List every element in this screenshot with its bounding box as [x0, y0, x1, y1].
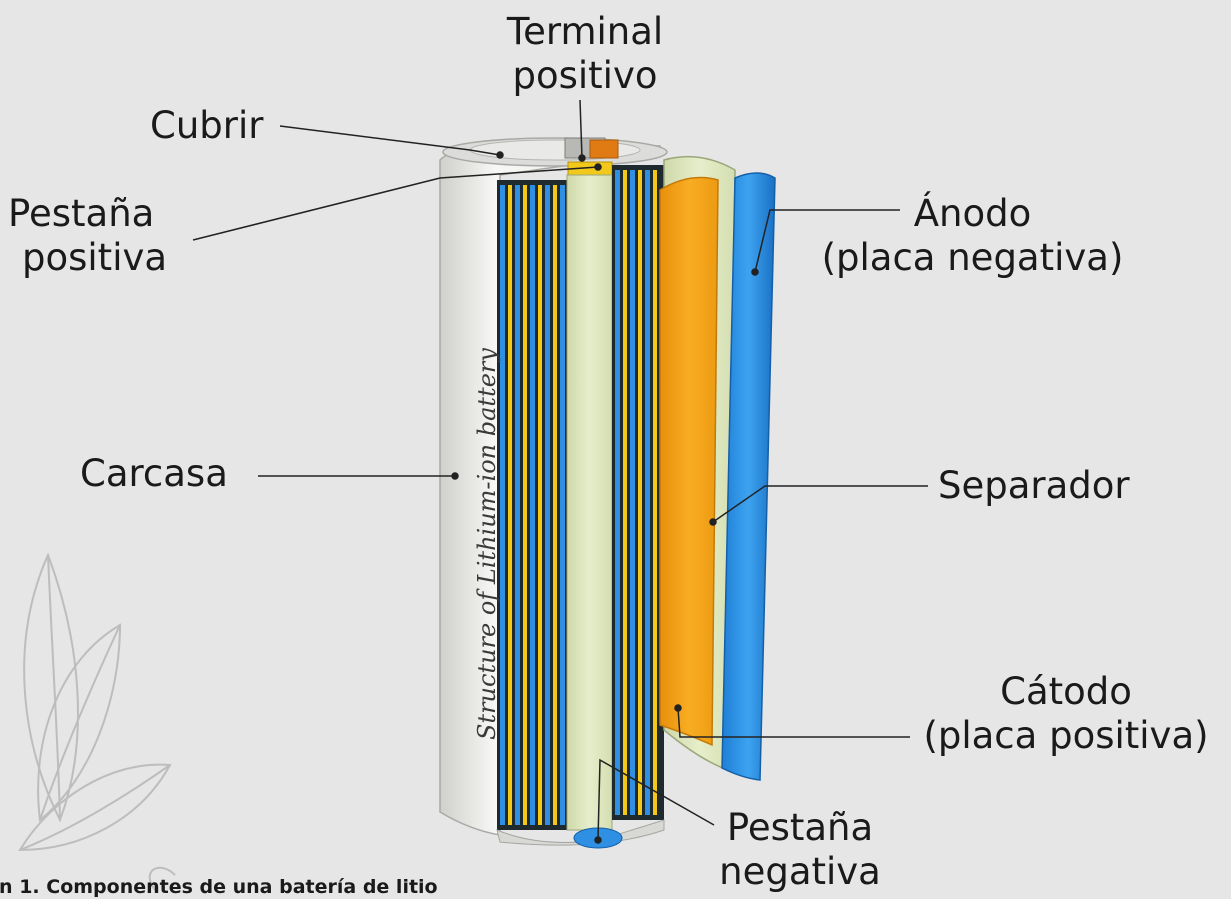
leader-lines [192, 99, 928, 844]
anode-sheet [721, 172, 776, 781]
casing-text: Structure of Lithium-ion battery [473, 348, 501, 740]
core-separator [566, 174, 613, 831]
electrode-stack-left [497, 180, 567, 830]
label-separador: Separador [938, 464, 1130, 507]
label-catodo: Cátodo (placa positiva) [923, 670, 1209, 757]
leaf-decoration [18, 552, 176, 891]
label-anodo: Ánodo (placa negativa) [821, 192, 1124, 279]
cathode-sheet [659, 176, 719, 747]
label-pestana-negativa: Pestaña negativa [719, 806, 881, 893]
label-terminal-positivo: Terminal positivo [506, 10, 664, 97]
positive-terminal [564, 137, 619, 179]
figure-caption: ón 1. Componentes de una batería de liti… [0, 876, 438, 898]
electrode-stack-right [612, 165, 664, 820]
label-pestana-positiva: Pestaña positiva [8, 192, 168, 279]
label-cubrir: Cubrir [150, 104, 264, 147]
label-carcasa: Carcasa [80, 452, 228, 495]
